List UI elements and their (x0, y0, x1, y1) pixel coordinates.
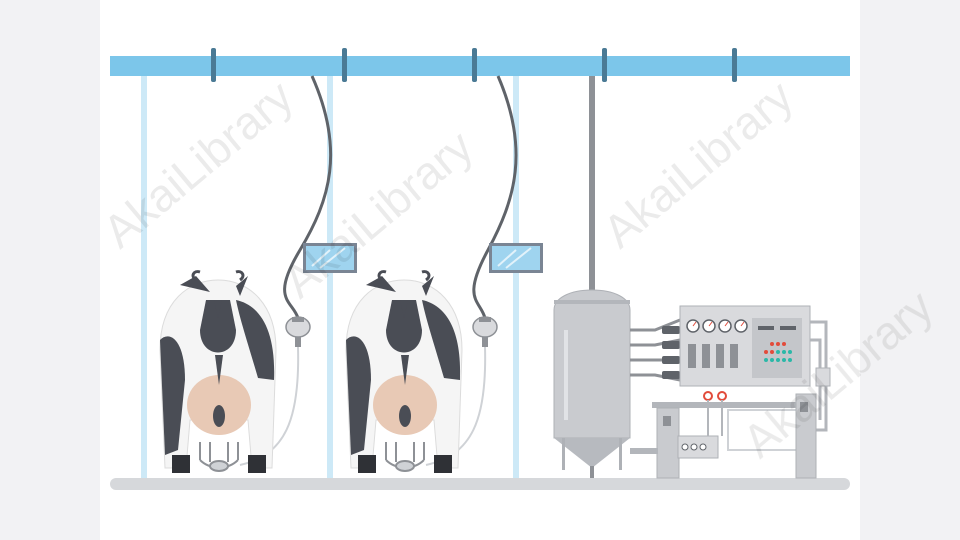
milk-meter-2 (472, 316, 498, 347)
rail-clamp (472, 48, 477, 82)
stall-monitor-1 (303, 243, 357, 273)
switch-bank (688, 344, 738, 368)
pipe-fittings (662, 326, 680, 379)
watermark-text: AkaiLibrary (93, 70, 303, 258)
left-margin (0, 0, 100, 540)
lower-machinery (630, 391, 817, 479)
milk-tank (553, 289, 631, 478)
milking-claw-1 (199, 442, 239, 472)
stall-post-1 (141, 73, 147, 478)
rail-clamp (732, 48, 737, 82)
stall-post-2 (327, 73, 333, 478)
overhead-rail (110, 56, 850, 76)
milking-claw-2 (385, 442, 425, 472)
tank-supply-pipe (589, 76, 595, 296)
cow-2 (345, 270, 463, 473)
pipe-valve (815, 367, 831, 387)
stall-posts (141, 73, 519, 478)
rail-clamp (211, 48, 216, 82)
control-panel (679, 305, 811, 387)
milk-meter-1 (285, 316, 311, 347)
floor (110, 478, 850, 490)
milk-hose-1 (283, 75, 333, 319)
indicator-lights (764, 342, 792, 362)
watermark-text: AkaiLibrary (593, 70, 803, 258)
rail-clamp (602, 48, 607, 82)
rail-clamps (211, 48, 737, 82)
cow-1 (159, 270, 277, 473)
gauges (686, 319, 748, 333)
milk-hose-2 (472, 75, 518, 319)
right-margin (860, 0, 960, 540)
rail-clamp (342, 48, 347, 82)
stall-post-3 (513, 73, 519, 478)
stall-monitor-2 (489, 243, 543, 273)
